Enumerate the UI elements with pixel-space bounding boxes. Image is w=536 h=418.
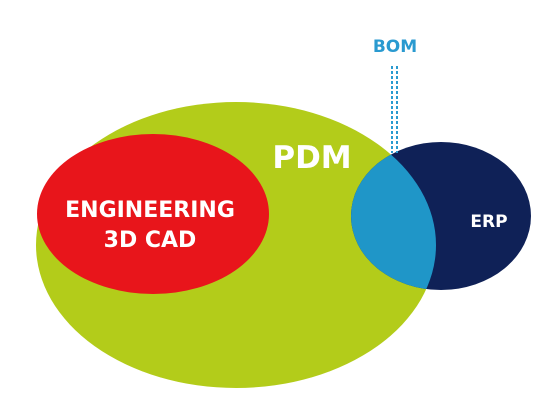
engineering-label-line1: ENGINEERING [65,198,235,223]
bom-overlap-region [351,142,436,290]
engineering-cad-circle [37,134,269,294]
bom-label: BOM [373,37,417,57]
pdm-label: PDM [272,140,351,176]
erp-label: ERP [470,212,507,232]
engineering-label-line2: 3D CAD [104,228,197,253]
